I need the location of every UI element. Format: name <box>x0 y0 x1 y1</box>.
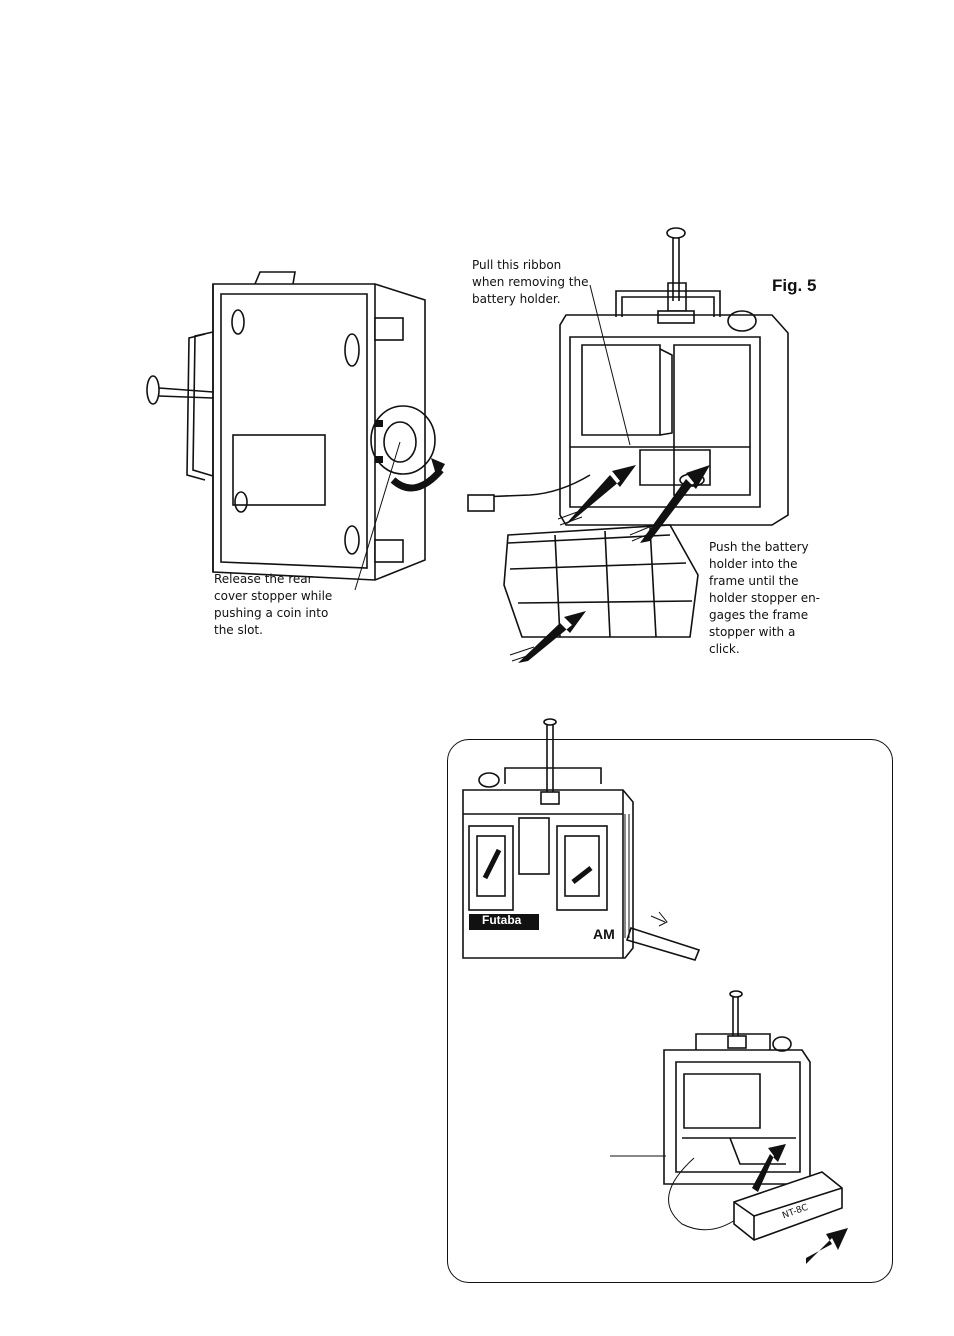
brand-label: Futaba <box>482 913 522 927</box>
transmitter-front-view <box>462 718 701 961</box>
nt8c-battery-view <box>610 990 848 1264</box>
figure-5: Fig. 5 Pull this ribbon when removing th… <box>146 227 821 663</box>
transmitter-open-battery-view <box>467 227 789 663</box>
transmitter-rear-view <box>146 271 445 591</box>
caption-pull-ribbon: Pull this ribbon when removing the batte… <box>472 258 589 306</box>
caption-release-cover: Release the rear cover stopper while pus… <box>214 572 333 637</box>
inset-panel <box>447 739 893 1283</box>
fig5-label: Fig. 5 <box>772 276 817 295</box>
caption-push-holder: Push the battery holder into the frame u… <box>709 540 821 656</box>
model-label: AM <box>593 926 615 942</box>
